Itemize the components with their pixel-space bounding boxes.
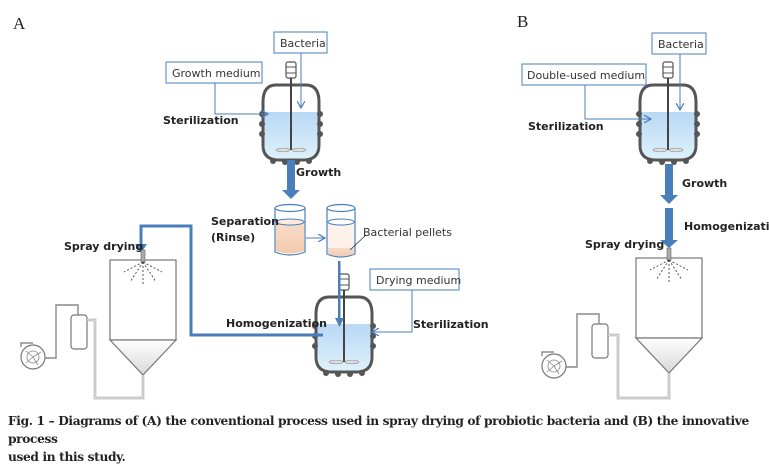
pellet-beaker	[326, 203, 356, 258]
pellet-flow-arrowhead	[335, 318, 344, 327]
return-pipe-b-inner	[608, 334, 670, 399]
homogenization-flow-line	[139, 224, 323, 337]
drying-medium-box	[369, 268, 460, 291]
bacteria-box-b	[651, 32, 707, 55]
double-used-medium-label: Double-used medium	[527, 69, 645, 82]
growth-reactor-a	[257, 60, 325, 167]
sterilization-label-a2: Sterilization	[413, 318, 489, 331]
caption-line-1: Fig. 1 – Diagrams of (A) the conventiona…	[8, 414, 749, 446]
sterilization-label-a1: Sterilization	[163, 114, 239, 127]
cyclone-fan-a	[20, 304, 88, 370]
process-diagram: A Bacteria Growth medium Sterilization G…	[13, 12, 769, 400]
drying-medium-arrow	[372, 290, 413, 332]
return-pipe-a-inner	[87, 319, 144, 399]
rinse-label: (Rinse)	[211, 231, 255, 244]
homogenization-label-b: Homogenization	[684, 220, 769, 233]
growth-label-a: Growth	[296, 166, 341, 179]
spray-drying-label-b: Spray drying	[585, 238, 664, 251]
double-used-medium-box	[521, 63, 647, 86]
spray-dryer-b	[635, 247, 703, 374]
sterilization-label-b: Sterilization	[528, 120, 604, 133]
growth-medium-box	[165, 61, 263, 84]
spray-drying-label-a: Spray drying	[64, 240, 143, 253]
spray-dryer-a	[109, 249, 177, 376]
homogenization-arrow-b	[660, 208, 678, 248]
growth-medium-arrow	[214, 83, 268, 114]
caption-line-2: used in this study.	[8, 450, 126, 464]
drying-medium-label: Drying medium	[376, 274, 461, 287]
pellet-flow-arrow	[338, 261, 341, 319]
bacteria-label-a: Bacteria	[280, 37, 326, 50]
bacteria-label-b: Bacteria	[658, 38, 704, 51]
panel-b-label: B	[517, 12, 528, 31]
bacterial-pellets-label: Bacterial pellets	[363, 226, 452, 239]
separation-beaker	[274, 203, 306, 256]
homogenization-label-a: Homogenization	[226, 317, 327, 330]
growth-medium-label: Growth medium	[172, 67, 261, 80]
spray-feed-arrowhead	[135, 244, 147, 253]
pellet-pointer	[349, 234, 367, 251]
panel-a-label: A	[13, 14, 26, 33]
growth-arrow-a	[282, 160, 300, 199]
double-used-medium-arrow	[584, 85, 651, 119]
separation-label: Separation	[211, 215, 279, 228]
growth-label-b: Growth	[682, 177, 727, 190]
figure-caption: Fig. 1 – Diagrams of (A) the conventiona…	[8, 412, 768, 466]
growth-arrow-b	[660, 164, 678, 204]
cyclone-fan-b	[541, 313, 609, 379]
